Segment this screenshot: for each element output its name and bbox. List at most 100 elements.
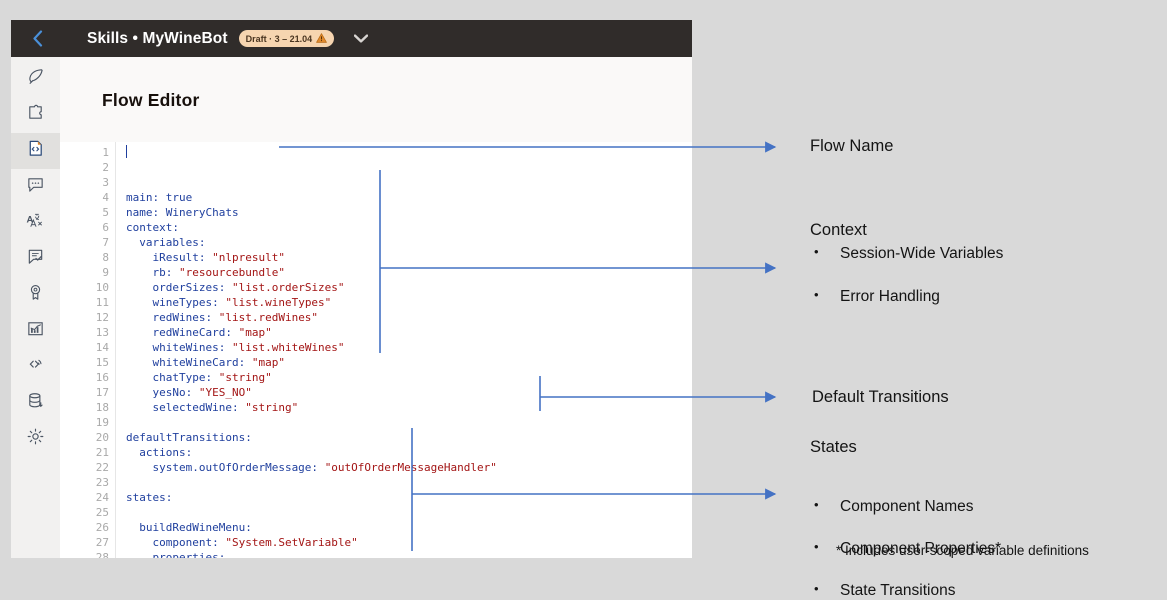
annotation-states-bullet-2: Component Properties* xyxy=(810,539,1167,558)
annotation-states-footnote: * Includes user-scoped variable definiti… xyxy=(836,543,1089,558)
code-line: properties: xyxy=(126,551,226,558)
version-dropdown-button[interactable] xyxy=(351,29,371,49)
badge-label: Draft · 3 – 21.04 xyxy=(245,33,313,44)
annotation-states-heading: States xyxy=(810,438,857,456)
code-line: system.outOfOrderMessage: "outOfOrderMes… xyxy=(126,461,497,474)
line-number: 6 xyxy=(102,221,109,234)
code-line: whiteWines: "list.whiteWines" xyxy=(126,341,345,354)
line-number: 23 xyxy=(95,476,109,489)
line-number: 12 xyxy=(95,311,109,324)
line-number: 3 xyxy=(102,176,109,189)
code-line: main: true xyxy=(126,191,193,204)
sidebar-item-dialog[interactable] xyxy=(11,169,60,205)
code-line: iResult: "nlpresult" xyxy=(126,251,285,264)
line-number: 24 xyxy=(95,491,109,504)
line-number: 2 xyxy=(102,161,109,174)
code-line: redWines: "list.redWines" xyxy=(126,311,319,324)
code-line: selectedWine: "string" xyxy=(126,401,299,414)
database-icon xyxy=(26,391,45,415)
app-titlebar: Skills • MyWineBot Draft · 3 – 21.04 xyxy=(11,20,692,57)
annotation-flow-name-heading: Flow Name xyxy=(810,137,894,155)
code-line: whiteWineCard: "map" xyxy=(126,356,285,369)
text-caret xyxy=(126,145,127,158)
sidebar-item-intents[interactable] xyxy=(11,61,60,97)
line-number: 28 xyxy=(95,551,109,558)
status-badge[interactable]: Draft · 3 – 21.04 xyxy=(238,30,335,47)
chevron-down-icon xyxy=(353,30,369,48)
code-line: rb: "resourcebundle" xyxy=(126,266,285,279)
annotation-context-bullet-1: Session-Wide Variables xyxy=(810,244,1167,263)
line-number: 15 xyxy=(95,356,109,369)
translate-icon: A xyxy=(26,211,45,235)
sidebar-item-settings[interactable] xyxy=(11,421,60,457)
code-line: defaultTransitions: xyxy=(126,431,252,444)
bar-chart-icon xyxy=(26,319,45,343)
annotation-states-bullet-3: State Transitions xyxy=(810,581,1167,600)
page-title: Flow Editor xyxy=(102,90,200,110)
sidebar-item-validation[interactable] xyxy=(11,277,60,313)
warning-triangle-icon xyxy=(316,32,327,45)
line-number: 5 xyxy=(102,206,109,219)
line-number: 13 xyxy=(95,326,109,339)
code-file-icon xyxy=(26,139,45,163)
award-badge-icon xyxy=(26,283,45,307)
line-number: 20 xyxy=(95,431,109,444)
code-text-area[interactable]: main: true name: WineryChats context: vari… xyxy=(116,142,692,558)
sidebar-item-resources[interactable] xyxy=(11,385,60,421)
chat-check-icon xyxy=(26,247,45,271)
code-line: redWineCard: "map" xyxy=(126,326,272,339)
sidebar-item-translations[interactable]: A xyxy=(11,205,60,241)
code-line xyxy=(126,505,692,520)
code-line: name: WineryChats xyxy=(126,206,239,219)
line-number: 18 xyxy=(95,401,109,414)
app-window: Skills • MyWineBot Draft · 3 – 21.04 xyxy=(11,20,692,558)
line-number: 22 xyxy=(95,461,109,474)
code-line xyxy=(126,415,692,430)
code-line: variables: xyxy=(126,236,206,249)
sidebar-item-flows[interactable] xyxy=(11,133,60,169)
annotation-states-bullet-1: Component Names xyxy=(810,497,1167,516)
quill-icon xyxy=(26,67,45,91)
code-embed-icon xyxy=(26,355,45,379)
sidebar-rail: A xyxy=(11,57,61,558)
code-line: chatType: "string" xyxy=(126,371,272,384)
chat-bubble-icon xyxy=(26,175,45,199)
line-number: 27 xyxy=(95,536,109,549)
sidebar-item-qna[interactable] xyxy=(11,241,60,277)
line-number: 4 xyxy=(102,191,109,204)
sidebar-item-insights[interactable] xyxy=(11,313,60,349)
sidebar-item-api[interactable] xyxy=(11,349,60,385)
app-title: Skills • MyWineBot xyxy=(87,29,228,47)
gear-icon xyxy=(26,427,45,451)
code-line xyxy=(126,475,692,490)
sidebar-item-components[interactable] xyxy=(11,97,60,133)
line-number: 14 xyxy=(95,341,109,354)
annotation-context-heading: Context xyxy=(810,221,867,239)
chevron-left-icon xyxy=(32,30,43,47)
gutter-pad xyxy=(60,142,72,558)
puzzle-piece-icon xyxy=(26,103,45,127)
line-number: 10 xyxy=(95,281,109,294)
code-line: actions: xyxy=(126,446,193,459)
line-number: 25 xyxy=(95,506,109,519)
annotation-default-transitions-heading: Default Transitions xyxy=(812,388,949,406)
line-number: 19 xyxy=(95,416,109,429)
line-number: 1 xyxy=(102,146,109,159)
line-number: 8 xyxy=(102,251,109,264)
code-line: states: xyxy=(126,491,173,504)
code-line: component: "System.SetVariable" xyxy=(126,536,358,549)
code-line: context: xyxy=(126,221,179,234)
code-line: orderSizes: "list.orderSizes" xyxy=(126,281,345,294)
line-number: 16 xyxy=(95,371,109,384)
line-number: 26 xyxy=(95,521,109,534)
back-button[interactable] xyxy=(11,20,63,57)
line-number: 9 xyxy=(102,266,109,279)
line-number: 11 xyxy=(95,296,109,309)
svg-text:A: A xyxy=(26,214,33,225)
code-line: wineTypes: "list.wineTypes" xyxy=(126,296,332,309)
line-number: 21 xyxy=(95,446,109,459)
line-number: 7 xyxy=(102,236,109,249)
